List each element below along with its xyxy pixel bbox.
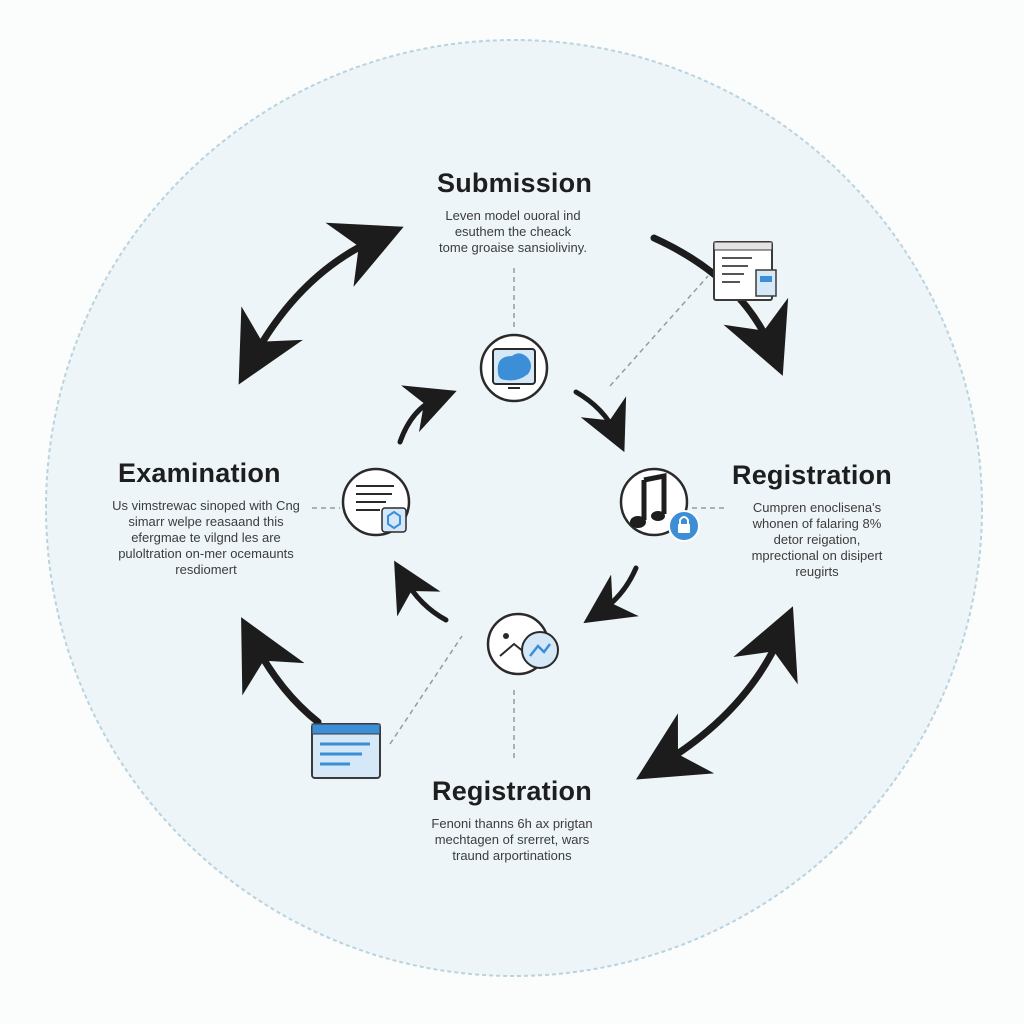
inner-arrow-top-to-right (573, 389, 627, 453)
stage-title-submission: Submission (437, 168, 593, 198)
dashed-connectors (312, 268, 724, 762)
stage-desc-examination: Us vimstrewac sinoped with Cng simarr we… (112, 498, 300, 577)
stage-title-registration-bottom: Registration (432, 776, 592, 806)
browser-window-icon (311, 723, 381, 779)
outer-arrow-bottom-left (241, 617, 322, 726)
music-note-lock-icon (619, 467, 700, 542)
document-cube-icon (341, 467, 411, 537)
stage-title-registration-right: Registration (732, 460, 892, 490)
image-search-icon (486, 612, 559, 676)
stage-title-examination: Examination (118, 458, 281, 488)
stage-desc-registration-right: Cumpren enoclisena's whonen of falaring … (751, 500, 883, 579)
inner-arrow-right-to-bottom (583, 565, 639, 624)
outer-arrow-bottom-right (636, 606, 798, 780)
inner-arrow-left-to-top (397, 385, 457, 445)
monitor-blob-icon (479, 333, 549, 403)
stage-desc-submission: Leven model ouoral ind esuthem the cheac… (439, 208, 587, 255)
stage-desc-registration-bottom: Fenoni thanns 6h ax prigtan mechtagen of… (431, 816, 593, 863)
outer-arrow-top-left (238, 222, 404, 385)
document-window-icon (713, 241, 777, 301)
inner-arrow-bottom-to-left (394, 560, 449, 623)
